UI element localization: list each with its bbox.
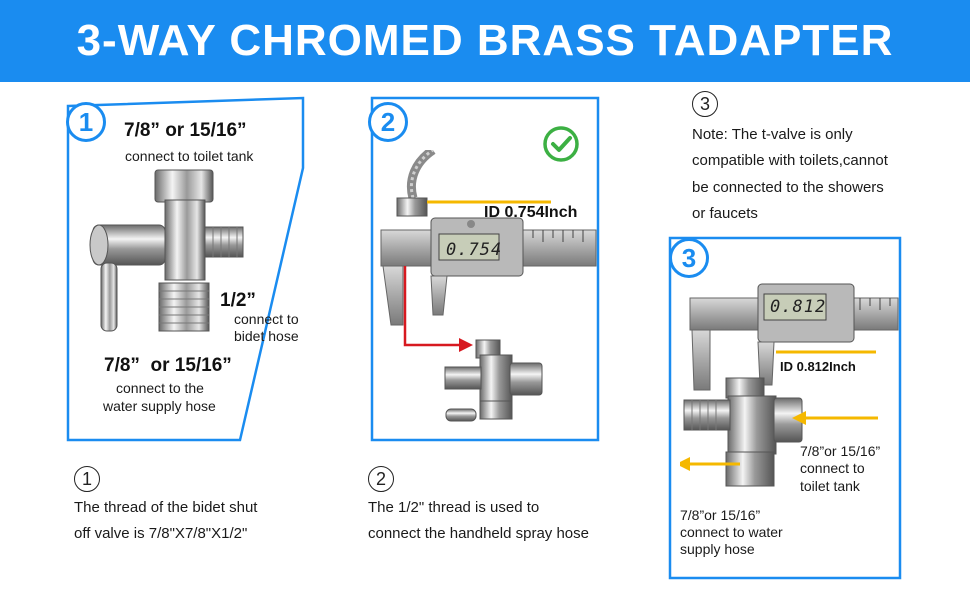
panel-1-mid-desc-2: bidet hose [234, 328, 299, 344]
caliper-image-2 [680, 283, 899, 487]
panel-1-bottom-desc-1: connect to the [116, 380, 204, 396]
panel-1-number-badge: 1 [66, 102, 106, 142]
note-line-3: be connected to the showers [692, 179, 884, 196]
panel-2-number-badge: 2 [368, 102, 408, 142]
panel-1-bottom-desc-2: water supply hose [103, 398, 216, 414]
panel-3-right-desc-2: connect to [800, 460, 865, 476]
panel-3-measure-label: ID 0.812Inch [780, 359, 856, 374]
panel-3-left-desc-2: connect to water [680, 524, 783, 540]
t-valve-image-2 [444, 339, 543, 422]
desc-2-line-1: The 1/2" thread is used to [368, 499, 540, 516]
panel-1-top-size: 7/8” or 15/16” [124, 120, 247, 141]
panel-3-right-desc-3: toilet tank [800, 478, 860, 494]
note-number: 3 [692, 91, 718, 117]
desc-1-line-2: off valve is 7/8"X7/8"X1/2" [74, 525, 248, 542]
note-line-1: Note: The t-valve is only [692, 126, 853, 143]
desc-1-line-1: The thread of the bidet shut [74, 499, 258, 516]
panel-1-top-desc: connect to toilet tank [125, 148, 254, 164]
desc-1-number: 1 [74, 466, 100, 492]
desc-2-number: 2 [368, 466, 394, 492]
page-title: 3-WAY CHROMED BRASS TADAPTER [76, 16, 894, 65]
panel-1-mid-size: 1/2” [220, 290, 256, 311]
t-valve-image-1 [89, 169, 244, 332]
note-line-4: or faucets [692, 205, 758, 222]
check-icon [543, 126, 579, 162]
panel-3-right-desc-1: 7/8”or 15/16” [800, 443, 881, 459]
panel-3-left-desc-1: 7/8”or 15/16” [680, 507, 761, 523]
caliper-readout-1: 0.754 [446, 240, 503, 260]
caliper-readout-2: 0.812 [770, 297, 827, 317]
panel-1-mid-desc-1: connect to [234, 311, 299, 327]
panel-3-number-badge: 3 [669, 238, 709, 278]
panel-2-measure-label: ID 0.754Inch [484, 204, 578, 221]
caliper-image-1 [380, 150, 597, 352]
desc-2-line-2: connect the handheld spray hose [368, 525, 589, 542]
note-line-2: compatible with toilets,cannot [692, 152, 888, 169]
title-banner: 3-WAY CHROMED BRASS TADAPTER [0, 0, 970, 82]
panel-1-bottom-size: 7/8” or 15/16” [104, 355, 232, 376]
panel-3-left-desc-3: supply hose [680, 541, 755, 557]
